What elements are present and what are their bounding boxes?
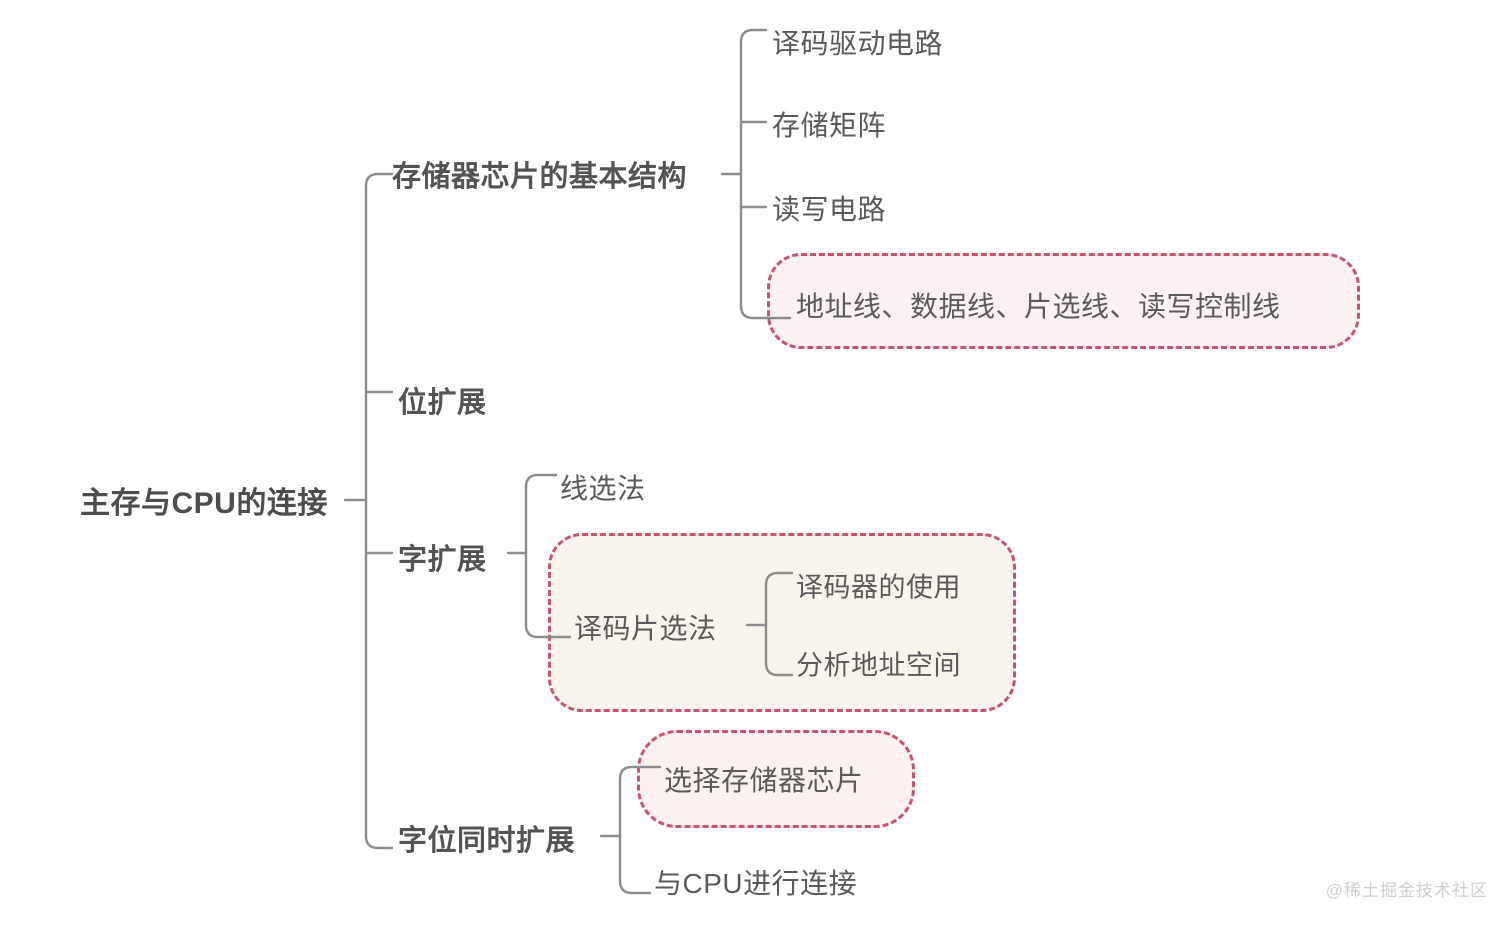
node-bus-lines[interactable]: 地址线、数据线、片选线、读写控制线 [796,291,1281,322]
watermark: @稀土掘金技术社区 [1325,881,1488,900]
node-memory-chip-structure[interactable]: 存储器芯片的基本结构 [392,161,688,193]
highlight-box-decoder-chip-select [548,533,1016,712]
node-line-selection-method[interactable]: 线选法 [560,473,646,504]
wire-root-to-structure [364,172,394,188]
wire-root-to-wordbit-expand [364,834,394,850]
node-select-memory-chip[interactable]: 选择存储器芯片 [664,765,864,796]
wire-wordbit-to-cpuconnect [618,879,652,895]
node-word-bit-expansion[interactable]: 字位同时扩展 [398,825,576,857]
wire-wordexpand-to-lineselect [524,473,558,489]
node-decode-drive-circuit[interactable]: 译码驱动电路 [772,28,944,59]
node-root[interactable]: 主存与CPU的连接 [80,487,328,520]
wire-structure-to-decoder [739,28,768,44]
node-decoder-usage[interactable]: 译码器的使用 [796,572,961,603]
node-analyze-address-space[interactable]: 分析地址空间 [796,650,961,681]
node-connect-with-cpu[interactable]: 与CPU进行连接 [654,868,858,899]
highlight-box-select-memory-chip [637,730,915,828]
node-word-expansion[interactable]: 字扩展 [398,544,487,576]
node-read-write-circuit[interactable]: 读写电路 [772,194,887,225]
node-decode-chip-selection-method[interactable]: 译码片选法 [574,613,717,644]
node-storage-matrix[interactable]: 存储矩阵 [772,110,887,141]
highlight-box-bus-lines [767,253,1360,349]
node-bit-expansion[interactable]: 位扩展 [398,387,487,419]
